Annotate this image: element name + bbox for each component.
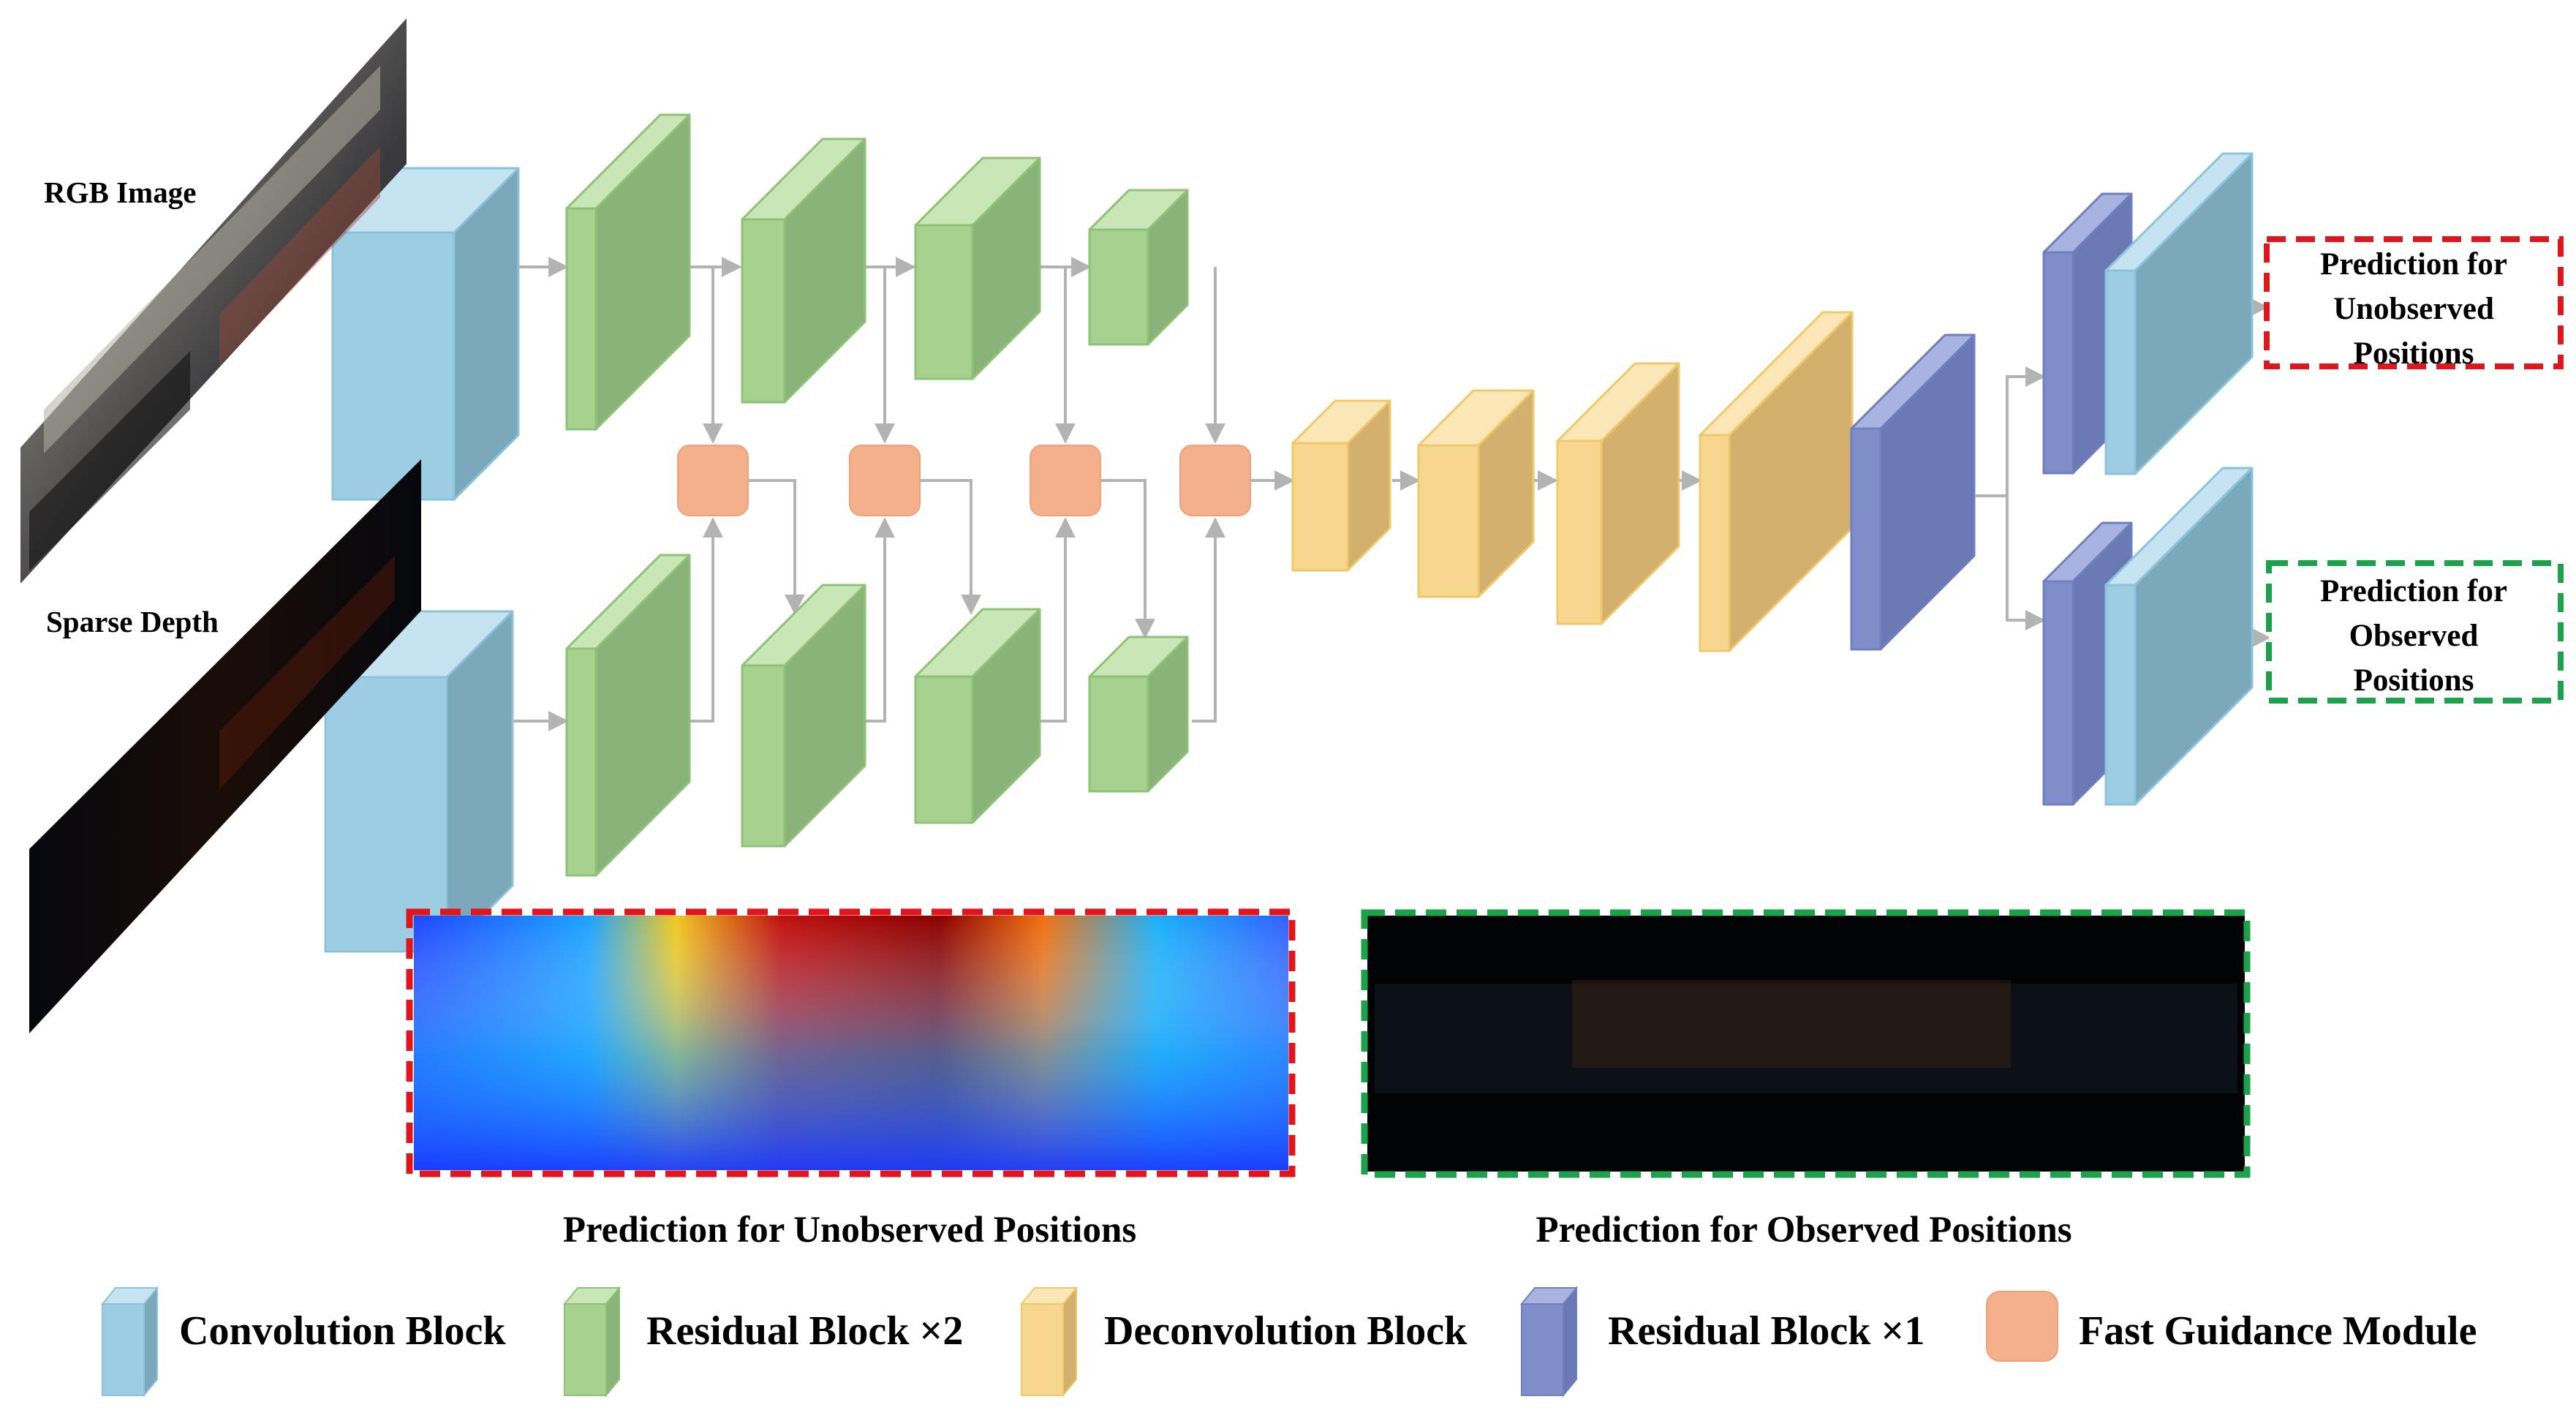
output-observed-line3: Positions: [2354, 663, 2474, 698]
legend-swatch-deconvolution: [1019, 1286, 1079, 1398]
res-block-rgb-3: [914, 157, 1041, 380]
legend-swatch-residual2: [562, 1286, 622, 1398]
arrow-depth2-to-gm2: [864, 517, 895, 723]
res-block-depth-2: [741, 584, 866, 848]
legend-label-guidance: Fast Guidance Module: [2079, 1308, 2477, 1354]
rgb-image-input: [20, 18, 407, 584]
res-block-depth-3: [914, 608, 1041, 824]
conv-block-depth: [324, 610, 514, 953]
guidance-module-1: [677, 445, 749, 516]
caption-observed: Prediction for Observed Positions: [1536, 1210, 2071, 1251]
res-block-rgb-4: [1088, 189, 1189, 346]
legend-label-residual2: Residual Block ×2: [646, 1308, 963, 1354]
legend-label-deconvolution: Deconvolution Block: [1104, 1308, 1468, 1354]
arrow-depth3-to-gm3: [1038, 517, 1076, 723]
legend-item-residual1: Residual Block ×1: [1519, 1286, 1925, 1398]
legend-item-deconvolution: Deconvolution Block: [1019, 1286, 1468, 1398]
sparse-depth-input: [29, 459, 421, 1033]
output-observed-line2: Observed: [2349, 619, 2479, 653]
res-block-rgb-1: [565, 113, 691, 431]
res-block-rgb-2: [741, 137, 866, 404]
arrow-split-upper: [1976, 366, 2046, 497]
deconv-block-1: [1291, 399, 1391, 572]
legend: Convolution Block Residual Block ×2 Deco…: [100, 1286, 2477, 1398]
output-unobserved-line1: Prediction for: [2320, 247, 2507, 282]
deconv-block-2: [1417, 389, 1535, 598]
network-blocks: [324, 113, 2254, 953]
legend-item-convolution: Convolution Block: [100, 1286, 506, 1398]
res-block-depth-1: [565, 554, 691, 877]
arrow-depth4-to-gm4: [1192, 517, 1225, 723]
connection-arrows: [512, 257, 2271, 731]
conv-block-rgb: [331, 167, 520, 501]
guidance-module-2: [849, 445, 921, 516]
arrow-gm1-to-depth2: [748, 479, 805, 615]
conv-block-head-observed: [2104, 467, 2254, 806]
legend-swatch-residual1: [1519, 1286, 1579, 1398]
output-unobserved-line3: Positions: [2354, 336, 2474, 371]
deconv-block-4: [1699, 311, 1854, 652]
legend-swatch-convolution: [100, 1286, 159, 1398]
output-observed-line1: Prediction for: [2320, 574, 2507, 608]
legend-swatch-guidance: [1986, 1291, 2058, 1362]
arrow-gm2-to-depth3: [920, 479, 981, 615]
guidance-module-3: [1030, 445, 1101, 516]
arrow-gm3-to-depth4: [1100, 479, 1155, 639]
legend-label-residual1: Residual Block ×1: [1608, 1308, 1925, 1354]
legend-item-residual2: Residual Block ×2: [562, 1286, 963, 1398]
sparse-depth-label: Sparse Depth: [46, 605, 219, 638]
conv-block-head-unobserved: [2104, 152, 2254, 475]
legend-label-convolution: Convolution Block: [179, 1308, 506, 1354]
rgb-image-label: RGB Image: [44, 176, 196, 209]
legend-item-guidance: Fast Guidance Module: [1986, 1291, 2477, 1362]
caption-unobserved: Prediction for Unobserved Positions: [563, 1210, 1136, 1251]
observed-prediction-image: [1361, 909, 2251, 1178]
guidance-module-4: [1179, 445, 1251, 516]
res-block-depth-4: [1088, 636, 1189, 793]
unobserved-prediction-image: [406, 908, 1296, 1177]
res1-block-main: [1850, 333, 1976, 651]
arrow-split-lower: [2006, 496, 2046, 630]
output-unobserved-box: Prediction for Unobserved Positions: [2264, 236, 2564, 371]
deconv-block-3: [1556, 362, 1680, 625]
output-observed-box: Prediction for Observed Positions: [2266, 560, 2564, 704]
output-unobserved-line2: Unobserved: [2333, 292, 2494, 326]
arrow-depth1-to-gm1: [690, 517, 723, 723]
